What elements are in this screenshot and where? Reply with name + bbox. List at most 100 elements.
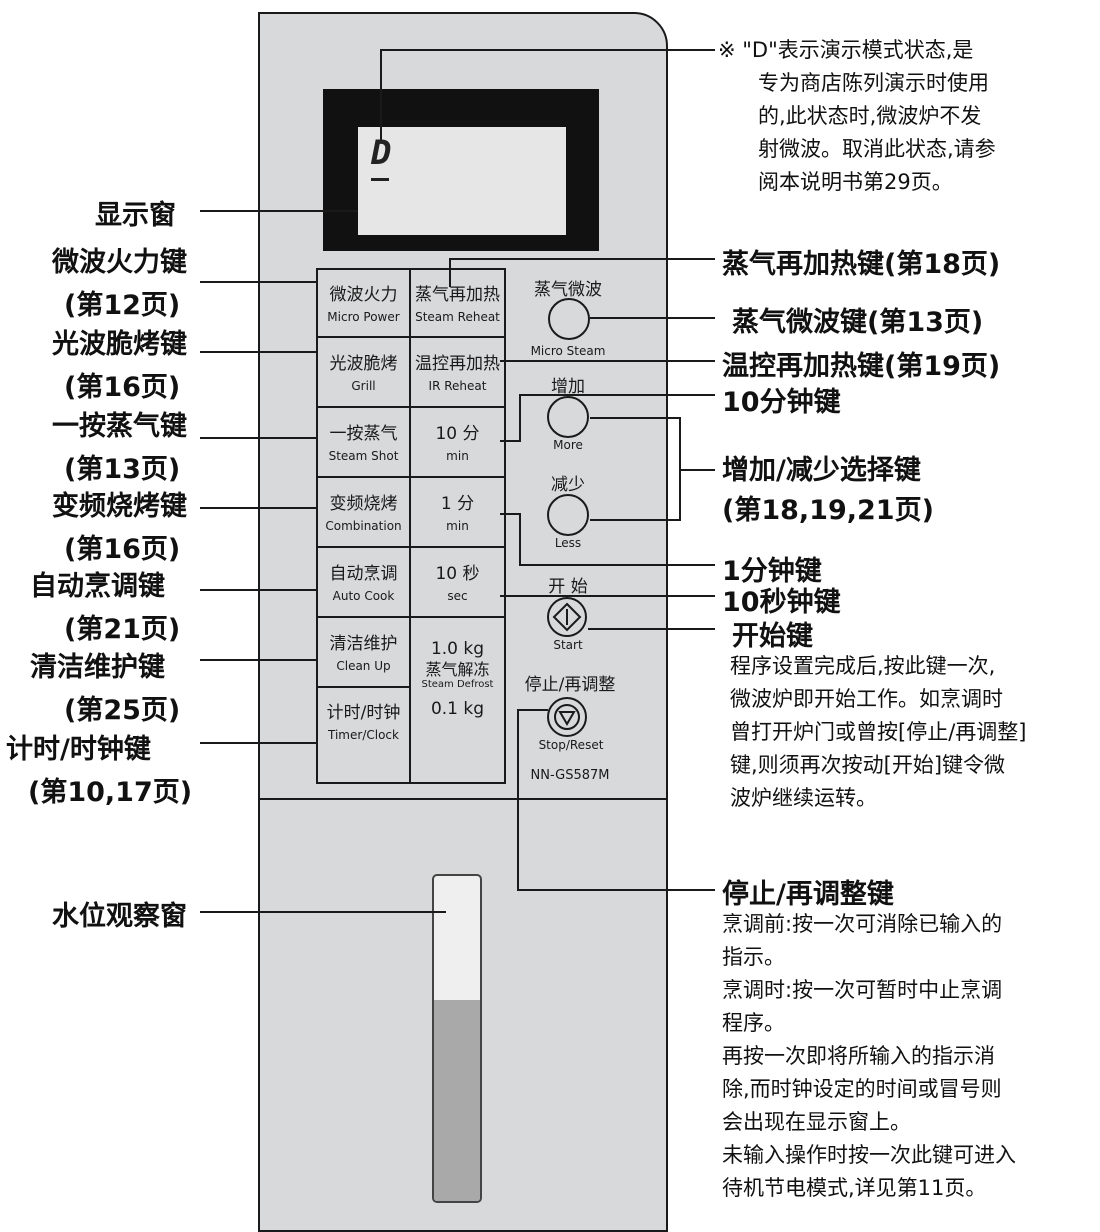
grill-key[interactable]: 光波脆烤 Grill [318, 355, 409, 393]
start-desc-line: 程序设置完成后,按此键一次, [730, 654, 996, 678]
note-line: 射微波。取消此状态,请参 [758, 137, 996, 161]
label-grill: 光波脆烤键 [52, 329, 187, 360]
micro-power-key-en: Micro Power [327, 309, 400, 324]
auto-cook-key-zh: 自动烹调 [329, 564, 398, 584]
keypad-column-divider [409, 268, 411, 784]
steam-defrost-key[interactable]: 1.0 kg 蒸气解冻 Steam Defrost 0.1 kg [411, 640, 504, 719]
keypad-row-divider [316, 406, 506, 408]
start-label-zh: 开 始 [548, 577, 588, 597]
display-window [358, 127, 566, 235]
ten-min-key[interactable]: 10 分 min [411, 425, 504, 463]
label-combination: 变频烧烤键 [52, 491, 187, 522]
one-min-key[interactable]: 1 分 min [411, 495, 504, 533]
start-desc-line: 微波炉即开始工作。如烹调时 [730, 687, 1003, 711]
model-number: NN-GS587M [530, 768, 610, 783]
grill-key-zh: 光波脆烤 [329, 354, 398, 374]
start-label-en: Start [553, 638, 583, 652]
ten-min-key-en: min [446, 448, 469, 463]
label-micro-power: 微波火力键 [52, 247, 187, 278]
micro-steam-button[interactable] [548, 298, 590, 340]
micro-power-key[interactable]: 微波火力 Micro Power [318, 286, 409, 324]
keypad-grid [316, 268, 506, 784]
note-line: 的,此状态时,微波炉不发 [758, 104, 982, 128]
stop-desc-line: 会出现在显示窗上。 [722, 1110, 911, 1134]
note-line: 阅本说明书第29页。 [758, 170, 953, 194]
more-label-en: More [553, 438, 583, 452]
label-combination-page: (第16页) [64, 534, 181, 565]
label-water-window: 水位观察窗 [52, 901, 187, 932]
stop-button[interactable] [547, 697, 587, 737]
start-button[interactable] [547, 597, 587, 637]
ir-reheat-key-en: IR Reheat [428, 378, 487, 393]
stop-desc-line: 指示。 [722, 945, 785, 969]
more-button[interactable] [547, 396, 589, 438]
keypad-row-divider [316, 476, 506, 478]
ir-reheat-key[interactable]: 温控再加热 IR Reheat [411, 355, 504, 393]
demo-symbol-underline [371, 178, 389, 181]
combination-key[interactable]: 变频烧烤 Combination [318, 495, 409, 533]
stop-desc-line: 烹调时:按一次可暂时中止烹调 [722, 978, 1003, 1002]
label-display-window: 显示窗 [95, 200, 176, 231]
stop-desc-line: 烹调前:按一次可消除已输入的 [722, 912, 1003, 936]
steam-reheat-key[interactable]: 蒸气再加热 Steam Reheat [411, 286, 504, 324]
combination-key-en: Combination [325, 518, 402, 533]
label-steam-reheat: 蒸气再加热键(第18页) [722, 249, 1001, 280]
grill-key-en: Grill [351, 378, 376, 393]
steam-defrost-key-en: Steam Defrost [421, 679, 494, 691]
label-start: 开始键 [732, 621, 813, 652]
stop-description: 烹调前:按一次可消除已输入的 指示。 烹调时:按一次可暂时中止烹调 程序。 再按… [722, 908, 1016, 1205]
label-clean-up: 清洁维护键 [30, 652, 165, 683]
label-stop-reset: 停止/再调整键 [722, 879, 894, 910]
label-grill-page: (第16页) [64, 372, 181, 403]
stop-icon [554, 704, 580, 730]
label-clean-up-page: (第25页) [64, 695, 181, 726]
one-min-key-zh: 1 分 [440, 494, 475, 514]
weight-top-label: 1.0 kg [430, 639, 485, 659]
label-auto-cook: 自动烹调键 [30, 571, 165, 602]
micro-steam-label-en: Micro Steam [530, 344, 606, 358]
less-label-zh: 减少 [551, 475, 585, 495]
steam-reheat-key-en: Steam Reheat [415, 309, 500, 324]
auto-cook-key[interactable]: 自动烹调 Auto Cook [318, 565, 409, 603]
demo-mode-note: ※ "D"表示演示模式状态,是 专为商店陈列演示时使用 的,此状态时,微波炉不发… [718, 34, 996, 199]
keypad-row-divider [316, 336, 506, 338]
stop-desc-line: 除,而时钟设定的时间或冒号则 [722, 1077, 1002, 1101]
stop-desc-line: 待机节电模式,详见第11页。 [722, 1176, 987, 1200]
label-one-min: 1分钟键 [722, 556, 822, 587]
start-description: 程序设置完成后,按此键一次, 微波炉即开始工作。如烹调时 曾打开炉门或曾按[停止… [730, 650, 1026, 815]
steam-reheat-key-zh: 蒸气再加热 [415, 285, 500, 305]
steam-defrost-key-zh: 蒸气解冻 [425, 659, 490, 679]
label-auto-cook-page: (第21页) [64, 614, 181, 645]
clean-up-key-en: Clean Up [336, 658, 391, 673]
ten-sec-key-zh: 10 秒 [435, 564, 480, 584]
timer-clock-key[interactable]: 计时/时钟 Timer/Clock [318, 704, 409, 742]
clean-up-key[interactable]: 清洁维护 Clean Up [318, 635, 409, 673]
label-ten-sec: 10秒钟键 [722, 587, 841, 618]
label-timer-clock: 计时/时钟键 [6, 734, 151, 765]
stop-desc-line: 再按一次即将所输入的指示消 [722, 1044, 995, 1068]
label-micro-steam: 蒸气微波键(第13页) [732, 307, 984, 338]
combination-key-zh: 变频烧烤 [329, 494, 398, 514]
clean-up-key-zh: 清洁维护 [329, 634, 398, 654]
ir-reheat-key-zh: 温控再加热 [415, 354, 500, 374]
label-steam-shot: 一按蒸气键 [52, 411, 187, 442]
steam-shot-key[interactable]: 一按蒸气 Steam Shot [318, 425, 409, 463]
more-label-zh: 增加 [551, 377, 585, 397]
start-desc-line: 键,则须再次按动[开始]键令微 [730, 753, 1006, 777]
label-micro-power-page: (第12页) [64, 290, 181, 321]
timer-clock-key-en: Timer/Clock [328, 727, 399, 742]
note-line: ※ "D"表示演示模式状态,是 [718, 38, 974, 62]
less-button[interactable] [547, 494, 589, 536]
stop-label-zh: 停止/再调整 [524, 675, 616, 695]
keypad-row-divider [316, 546, 506, 548]
micro-steam-label-zh: 蒸气微波 [534, 280, 602, 300]
label-ten-min: 10分钟键 [722, 387, 841, 418]
water-level-window [432, 874, 482, 1203]
ten-sec-key[interactable]: 10 秒 sec [411, 565, 504, 603]
note-line: 专为商店陈列演示时使用 [758, 71, 989, 95]
label-ir-reheat: 温控再加热键(第19页) [722, 351, 1001, 382]
weight-bottom-label: 0.1 kg [430, 699, 485, 720]
demo-mode-symbol: D [371, 133, 392, 173]
